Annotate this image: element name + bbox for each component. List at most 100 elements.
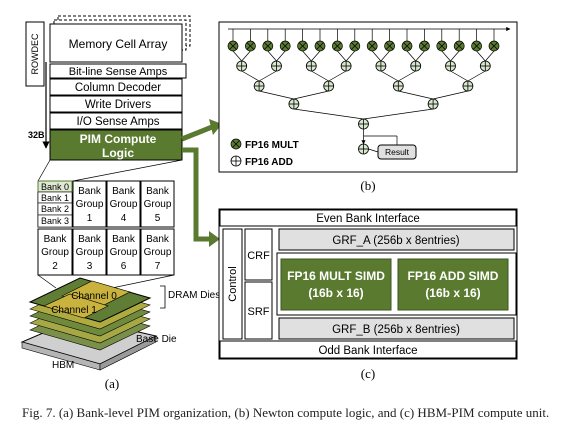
tree-wire	[406, 50, 416, 62]
mult-node-cross	[455, 42, 463, 50]
tree-wire	[241, 50, 251, 62]
arrow-to-b	[181, 124, 213, 142]
tree-wire	[450, 70, 469, 82]
tree-wire	[380, 50, 390, 62]
tree-wire	[311, 70, 329, 82]
tree-wire	[328, 70, 347, 82]
fp16-mult-simd	[280, 258, 392, 311]
channel-1-label: Channel 1	[51, 305, 97, 316]
zoom-line-left	[37, 159, 51, 182]
tree-wire	[363, 108, 434, 120]
width-label: 32B	[28, 130, 45, 140]
add-simd-label-1: FP16 ADD SIMD	[408, 269, 499, 283]
bank-group-2: Bank Group 2	[37, 228, 73, 276]
base-die-label: Base Die	[136, 334, 177, 345]
mult-simd-label-2: (16b x 16)	[308, 286, 363, 300]
bank-3-cell	[37, 214, 73, 228]
bank-2-label: Bank 2	[41, 204, 69, 214]
bank-group-4: Bank Group 4	[106, 180, 141, 228]
zoom-line-stack-left	[37, 274, 57, 289]
tree-wire	[345, 50, 356, 62]
mult-node-cross	[403, 42, 411, 50]
add-simd-label-2: (16b x 16)	[425, 286, 480, 300]
tree-wire	[476, 50, 486, 62]
mult-node-cross	[420, 42, 429, 50]
bitline-sense-amps	[49, 63, 187, 79]
svg-text:Group: Group	[76, 199, 104, 210]
hbm-stack: Channel 0 Channel 1	[20, 277, 158, 371]
mult-node-cross	[438, 42, 446, 50]
mult-node-cross	[333, 42, 342, 50]
zoom-line-stack-right	[111, 274, 175, 289]
control-block	[222, 228, 243, 340]
crf-label: CRF	[247, 250, 270, 262]
mult-simd-label-1: FP16 MULT SIMD	[287, 269, 385, 283]
crf-block	[244, 228, 273, 281]
memory-cell-array	[49, 23, 183, 63]
bank-0-label: Bank 0	[41, 182, 69, 192]
control-label: Control	[227, 266, 239, 301]
adder-tree	[227, 26, 511, 155]
tree-wire	[293, 90, 329, 100]
memory-cell-array-label: Memory Cell Array	[69, 37, 168, 51]
svg-text:Group: Group	[144, 247, 172, 258]
grf-b-label: GRF_B (256b x 8entries)	[332, 324, 460, 336]
panel-a-label: (a)	[105, 376, 119, 391]
svg-text:Bank: Bank	[44, 234, 68, 245]
bank-group-6: Bank Group 6	[106, 228, 141, 276]
svg-text:3: 3	[87, 261, 93, 272]
rowdec-box	[25, 21, 45, 87]
column-decoder-label: Column Decoder	[75, 82, 161, 94]
odd-bank-interface	[219, 340, 517, 359]
mult-node-cross	[368, 42, 376, 50]
svg-text:Group: Group	[110, 199, 138, 210]
tree-wire	[441, 50, 451, 62]
tree-wire	[371, 50, 382, 62]
tree-wire	[368, 148, 379, 153]
dram-dies-brace	[160, 285, 166, 309]
svg-text:Bank: Bank	[78, 234, 102, 245]
even-bank-label: Even Bank Interface	[316, 213, 420, 225]
channel-0-label: Channel 0	[71, 291, 117, 302]
mult-node-cross	[246, 42, 255, 50]
pim-compute-label-1: PIM Compute	[80, 132, 157, 146]
odd-bank-label: Odd Bank Interface	[318, 345, 417, 357]
grf-a-label: GRF_A (256b x 8entries)	[332, 235, 459, 247]
grf-b	[278, 317, 515, 340]
svg-text:Bank: Bank	[146, 234, 170, 245]
fp16-add-simd	[397, 258, 509, 311]
arrow-to-c	[182, 147, 211, 242]
svg-text:Group: Group	[76, 247, 104, 258]
write-drivers-label: Write Drivers	[85, 99, 151, 111]
rowdec-label: ROWDEC	[30, 33, 40, 74]
svg-text:1: 1	[87, 213, 93, 224]
panel-b: Result FP16 MULT FP16 ADD (b)	[218, 21, 518, 193]
channel-1-region	[43, 293, 109, 319]
mult-node-cross	[229, 42, 237, 50]
tree-wire	[267, 50, 277, 62]
bank-group-7: Bank Group 7	[140, 228, 175, 276]
tree-wire	[433, 90, 468, 100]
svg-text:7: 7	[155, 261, 161, 272]
grf-a	[278, 228, 515, 251]
srf-block	[244, 281, 273, 340]
tree-wire	[398, 90, 434, 100]
tree-wire	[258, 70, 277, 82]
tree-wire	[302, 50, 312, 62]
svg-text:4: 4	[121, 213, 127, 224]
tree-wire	[467, 70, 486, 82]
io-sense-amps-label: I/O Sense Amps	[76, 116, 159, 128]
svg-text:Bank: Bank	[112, 234, 136, 245]
connector-arrows	[181, 119, 222, 247]
tree-wire	[398, 70, 416, 82]
svg-text:Group: Group	[110, 247, 138, 258]
tree-wire	[259, 90, 294, 100]
tree-wire	[485, 50, 495, 62]
tree-wire	[232, 50, 242, 62]
zoom-line-right	[72, 159, 183, 182]
panel-c-label: (c)	[361, 366, 375, 381]
column-decoder	[49, 78, 183, 96]
tree-wire	[276, 50, 286, 62]
figure-caption: Fig. 7. (a) Bank-level PIM organization,…	[22, 405, 550, 420]
tree-wire	[311, 50, 321, 62]
